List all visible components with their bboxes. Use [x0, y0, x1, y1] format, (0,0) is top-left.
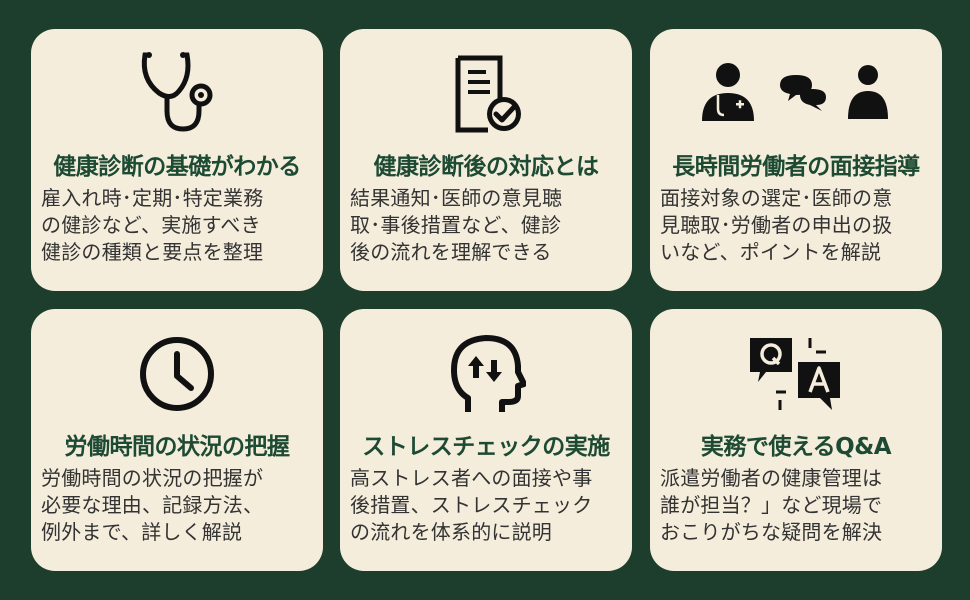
- card-description: 労働時間の状況の把握が 必要な理由、記録方法、 例外まで、詳しく解説: [41, 465, 315, 546]
- card-description-line: 面接対象の選定･医師の意: [660, 186, 893, 210]
- card-description: 雇入れ時･定期･特定業務 の健診など、実施すべき 健診の種類と要点を整理: [41, 185, 315, 266]
- feature-card-health-checkup-basics: 健康診断の基礎がわかる 雇入れ時･定期･特定業務 の健診など、実施すべき 健診の…: [31, 29, 323, 291]
- card-description-line: 雇入れ時･定期･特定業務: [41, 186, 264, 210]
- card-description-line: おこりがちな疑問を解決: [660, 520, 883, 544]
- card-title: 健康診断の基礎がわかる: [53, 154, 301, 180]
- checked-document-icon: [340, 49, 632, 139]
- card-title: 健康診断後の対応とは: [373, 154, 600, 180]
- doctor-consultation-icon: [650, 49, 942, 139]
- card-description: 結果通知･医師の意見聴 取･事後措置など、健診 後の流れを理解できる: [350, 185, 624, 266]
- card-title: 長時間労働者の面接指導: [672, 154, 920, 180]
- card-description-line: 後措置、ストレスチェック: [350, 493, 593, 517]
- feature-card-working-hours-tracking: 労働時間の状況の把握 労働時間の状況の把握が 必要な理由、記録方法、 例外まで、…: [31, 309, 323, 571]
- card-title: 労働時間の状況の把握: [64, 434, 291, 460]
- card-title: ストレスチェックの実施: [362, 434, 610, 460]
- feature-card-long-hours-interview: 長時間労働者の面接指導 面接対象の選定･医師の意 見聴取･労働者の申出の扱 いな…: [650, 29, 942, 291]
- card-title: 実務で使えるQ&A: [700, 434, 892, 460]
- card-description-line: 後の流れを理解できる: [350, 240, 552, 264]
- feature-card-post-checkup-response: 健康診断後の対応とは 結果通知･医師の意見聴 取･事後措置など、健診 後の流れを…: [340, 29, 632, 291]
- card-description-line: 高ストレス者への面接や事: [350, 466, 593, 490]
- card-description-line: 必要な理由、記録方法、: [41, 493, 264, 517]
- clock-icon: [31, 329, 323, 419]
- card-description-line: 見聴取･労働者の申出の扱: [660, 213, 893, 237]
- card-description-line: 取･事後措置など、健診: [350, 213, 562, 237]
- card-description-line: 例外まで、詳しく解説: [41, 520, 243, 544]
- card-description: 面接対象の選定･医師の意 見聴取･労働者の申出の扱 いなど、ポイントを解説: [660, 185, 934, 266]
- card-description-line: 結果通知･医師の意見聴: [350, 186, 563, 210]
- qa-bubbles-icon: [650, 329, 942, 419]
- card-description-line: の健診など、実施すべき: [41, 213, 261, 237]
- head-stress-icon: [340, 329, 632, 419]
- feature-card-practical-qa: 実務で使えるQ&A 派遣労働者の健康管理は 誰が担当？」など現場で おこりがちな…: [650, 309, 942, 571]
- card-description-line: 労働時間の状況の把握が: [41, 466, 264, 490]
- card-description-line: 健診の種類と要点を整理: [41, 240, 264, 264]
- card-description-line: 派遣労働者の健康管理は: [660, 466, 883, 490]
- card-description: 高ストレス者への面接や事 後措置、ストレスチェック の流れを体系的に説明: [350, 465, 624, 546]
- card-description-line: の流れを体系的に説明: [350, 520, 552, 544]
- card-description: 派遣労働者の健康管理は 誰が担当？」など現場で おこりがちな疑問を解決: [660, 465, 934, 546]
- stethoscope-icon: [31, 49, 323, 139]
- card-description-line: 誰が担当？」など現場で: [660, 493, 883, 517]
- feature-card-stress-check: ストレスチェックの実施 高ストレス者への面接や事 後措置、ストレスチェック の流…: [340, 309, 632, 571]
- card-description-line: いなど、ポイントを解説: [660, 240, 882, 264]
